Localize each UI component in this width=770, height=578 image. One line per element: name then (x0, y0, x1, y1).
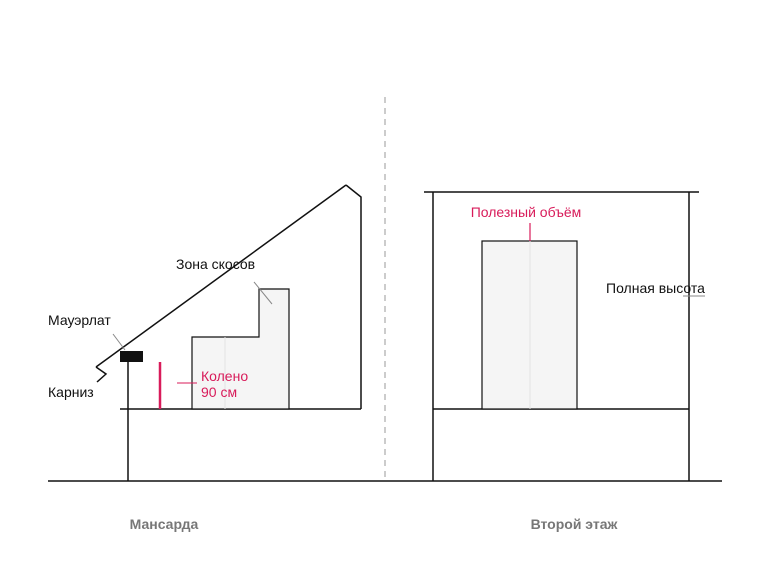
eave-label: Карниз (48, 384, 94, 400)
slope-zone-shape (191, 288, 290, 410)
attic-section: Зона скосов Мауэрлат Карниз Колено 90 см… (48, 184, 362, 532)
second-floor-section: Полезный объём Полная высота Второй этаж (424, 191, 705, 532)
attic-caption: Мансарда (130, 516, 199, 532)
roof-ridge (345, 184, 362, 409)
eave-hook (95, 366, 108, 383)
roof-slope (95, 184, 347, 368)
second-floor-caption: Второй этаж (531, 516, 619, 532)
mauerlat-leader (112, 333, 126, 351)
mauerlat-beam (120, 351, 143, 362)
useful-volume-label: Полезный объём (471, 204, 582, 220)
knee-label-line2: 90 см (201, 384, 237, 400)
full-height-label: Полная высота (606, 280, 705, 296)
mauerlat-label: Мауэрлат (48, 312, 111, 328)
slope-zone-leader (253, 281, 273, 305)
knee-label-line1: Колено (201, 368, 248, 384)
slope-zone-label: Зона скосов (176, 256, 255, 272)
